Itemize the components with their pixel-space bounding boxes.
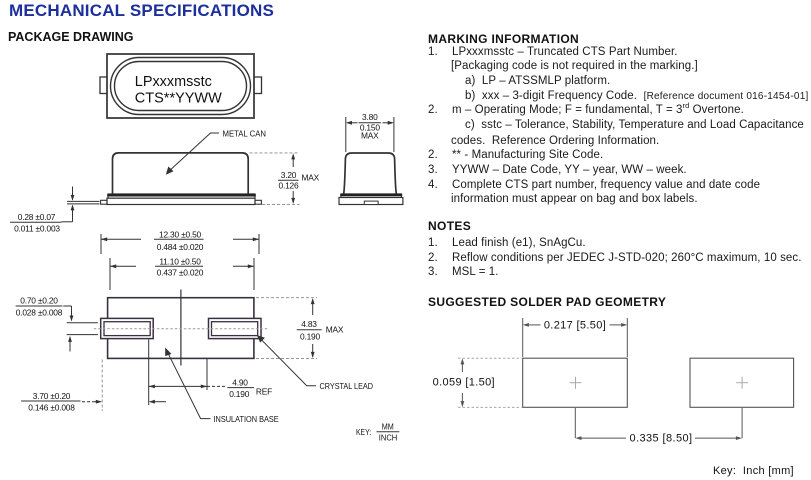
svg-text:0.028 ±0.008: 0.028 ±0.008	[16, 307, 63, 317]
svg-text:CTS**YYWW: CTS**YYWW	[135, 91, 222, 107]
svg-text:3.20: 3.20	[281, 170, 297, 180]
svg-text:0.217 [5.50]: 0.217 [5.50]	[544, 319, 606, 331]
svg-text:0.437 ±0.020: 0.437 ±0.020	[157, 268, 204, 278]
svg-text:0.126: 0.126	[279, 181, 300, 191]
svg-text:0.146 ±0.008: 0.146 ±0.008	[28, 402, 75, 412]
svg-text:REF: REF	[256, 387, 272, 397]
svg-text:3.80: 3.80	[362, 112, 378, 122]
svg-text:3.70 ±0.20: 3.70 ±0.20	[33, 391, 71, 401]
svg-text:0.335 [8.50]: 0.335 [8.50]	[630, 433, 693, 445]
svg-text:METAL CAN: METAL CAN	[223, 129, 267, 139]
svg-text:MAX: MAX	[361, 130, 379, 140]
svg-text:MAX: MAX	[326, 324, 344, 334]
svg-text:LPxxxmsstc: LPxxxmsstc	[135, 74, 212, 90]
svg-text:0.28 ±0.07: 0.28 ±0.07	[18, 212, 56, 222]
svg-text:CRYSTAL LEAD: CRYSTAL LEAD	[320, 381, 374, 391]
svg-text:0.70 ±0.20: 0.70 ±0.20	[20, 296, 58, 306]
svg-text:0.011 ±0.003: 0.011 ±0.003	[14, 223, 60, 233]
svg-text:Key: Inch [mm]: Key: Inch [mm]	[713, 465, 794, 477]
svg-text:11.10 ±0.50: 11.10 ±0.50	[159, 256, 201, 266]
svg-text:KEY:: KEY:	[356, 427, 371, 437]
svg-text:INSULATION BASE: INSULATION BASE	[214, 414, 280, 424]
svg-text:INCH: INCH	[379, 432, 398, 442]
svg-text:4.83: 4.83	[301, 319, 317, 329]
svg-text:4.90: 4.90	[232, 378, 248, 388]
svg-text:0.059 [1.50]: 0.059 [1.50]	[433, 377, 495, 389]
svg-text:0.150: 0.150	[360, 122, 381, 132]
svg-text:0.190: 0.190	[300, 332, 321, 342]
svg-text:0.484 ±0.020: 0.484 ±0.020	[157, 242, 204, 252]
svg-text:MM: MM	[382, 422, 394, 432]
svg-text:MAX: MAX	[302, 173, 320, 183]
svg-text:12.30 ±0.50: 12.30 ±0.50	[159, 229, 202, 239]
svg-text:0.190: 0.190	[229, 389, 250, 399]
